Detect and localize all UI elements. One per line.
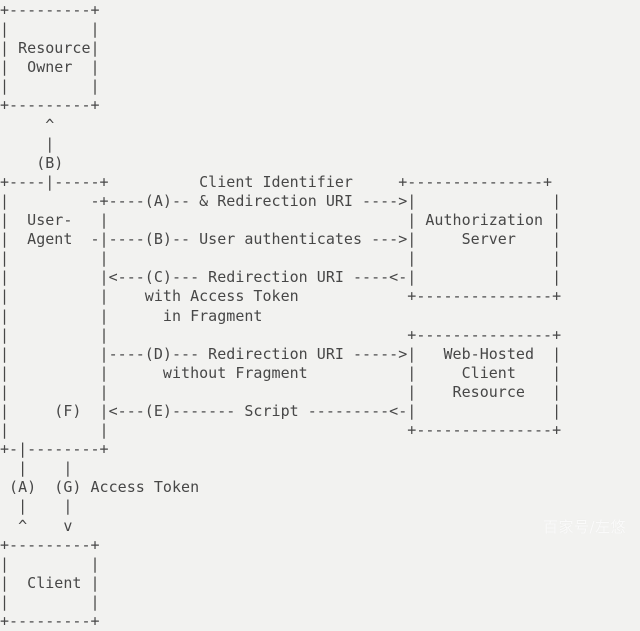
ascii-art-diagram: +---------+ | | | Resource| | Owner | | … [0,1,562,630]
ascii-diagram-canvas: +---------+ | | | Resource| | Owner | | … [0,1,626,630]
watermark-text: 百家号/左悠 [542,518,626,536]
